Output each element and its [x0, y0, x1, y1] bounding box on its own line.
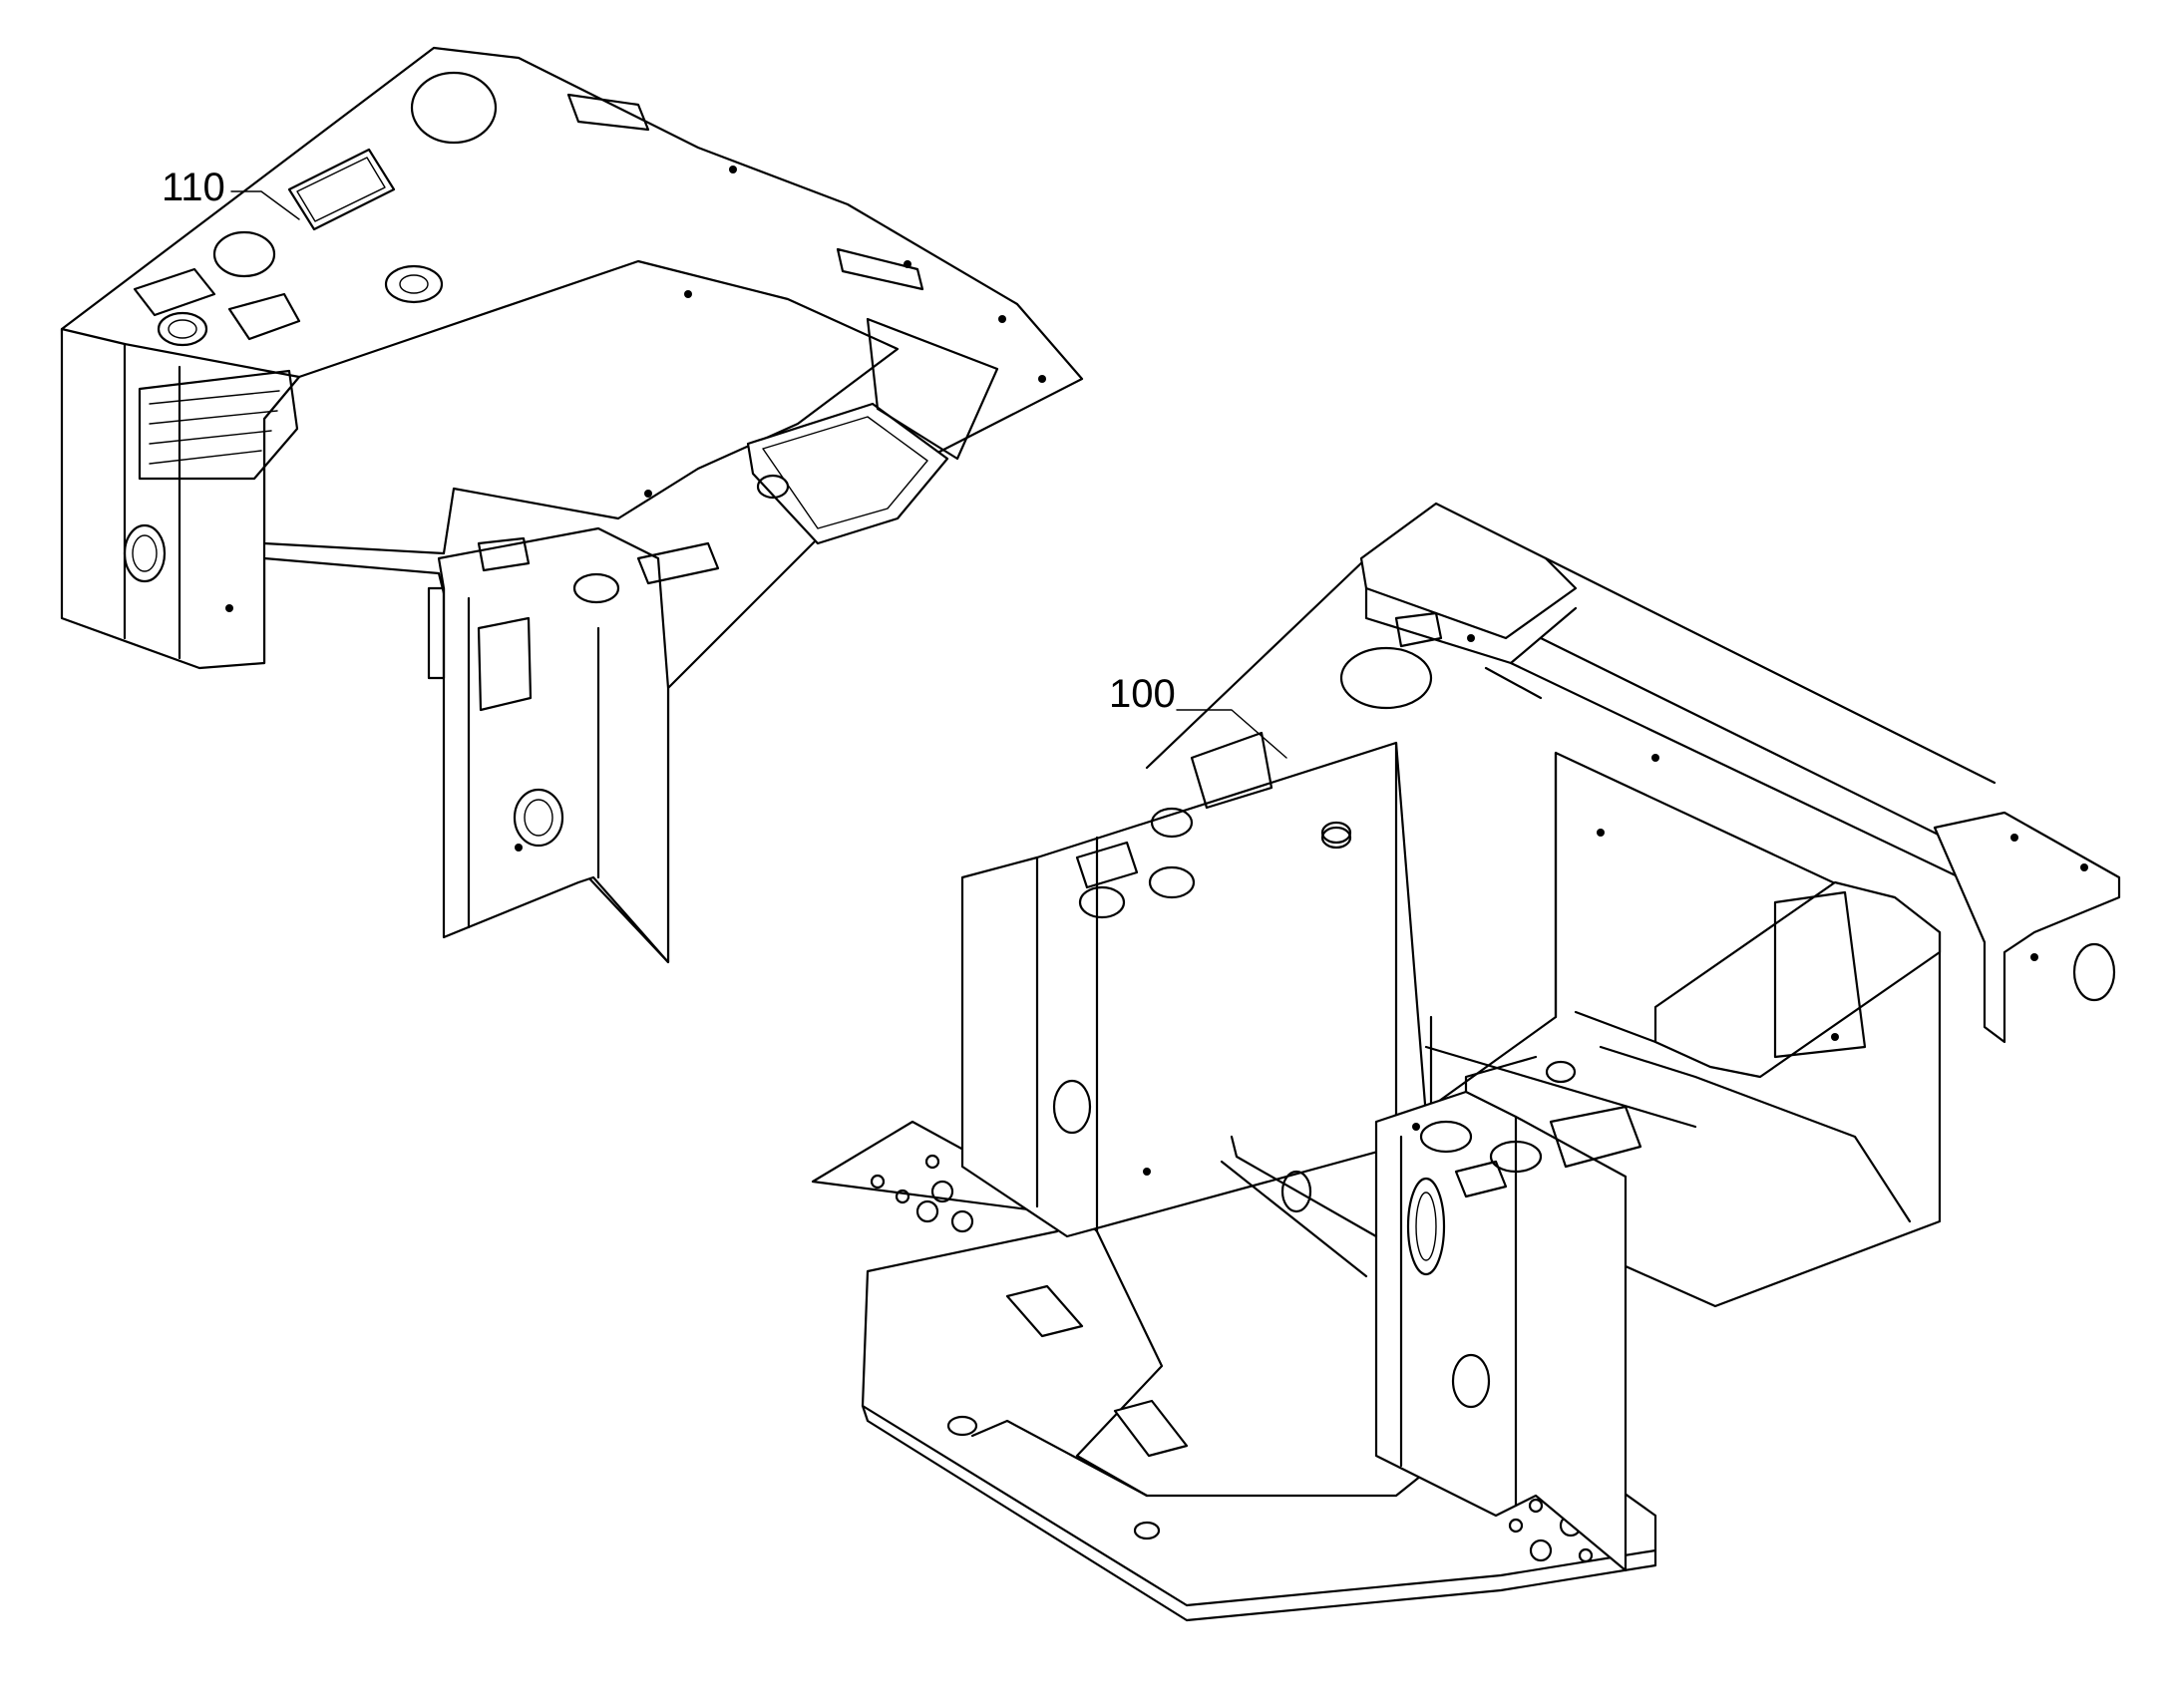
callout-110-label: 110	[162, 166, 225, 209]
part-100-main-frame	[811, 502, 2121, 1622]
leader-line-100	[1176, 709, 1287, 759]
leader-line-110	[230, 190, 300, 220]
callout-100-label: 100	[1109, 672, 1176, 716]
part-110-upper-cover	[60, 46, 1084, 964]
